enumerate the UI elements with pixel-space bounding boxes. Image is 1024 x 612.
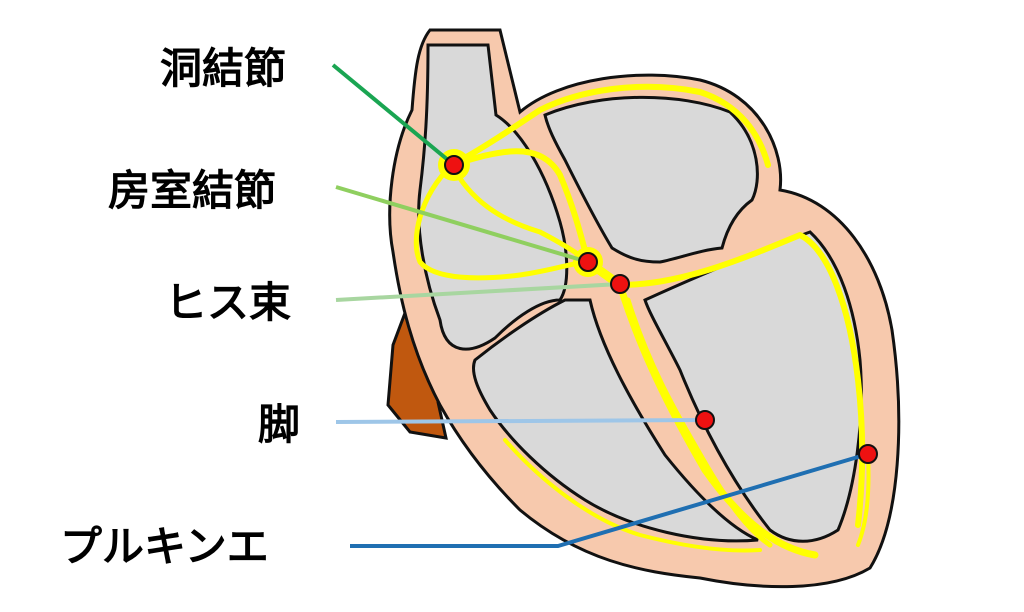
purkinje-leader bbox=[350, 452, 869, 548]
av-node-label: 房室結節 bbox=[108, 166, 277, 215]
bundle-branch-label: 脚 bbox=[258, 400, 301, 449]
his-bundle-label: ヒス束 bbox=[165, 278, 292, 327]
atrial-pathway-inner bbox=[449, 148, 591, 265]
atrial-pathway-top bbox=[449, 83, 771, 168]
purkinje-marker bbox=[858, 444, 878, 464]
av-node-leader bbox=[335, 185, 589, 264]
septal-branch-path bbox=[625, 297, 773, 548]
purkinje-label: プルキンエ bbox=[60, 522, 269, 571]
av-node-marker bbox=[578, 252, 598, 272]
his-bundle-marker bbox=[610, 274, 630, 294]
conduction-system bbox=[413, 83, 871, 559]
purkinje-fibers-right bbox=[856, 453, 871, 547]
purkinje-fibers-left bbox=[503, 438, 762, 553]
bundle-branch-leader bbox=[335, 418, 706, 424]
upper-left-chamber bbox=[417, 43, 569, 351]
upper-right-chamber bbox=[543, 95, 759, 264]
sa-node-label: 洞結節 bbox=[160, 44, 287, 93]
bundle-branch-marker bbox=[695, 410, 715, 430]
his-bundle-leader bbox=[335, 282, 621, 302]
sa-node-marker bbox=[444, 155, 464, 175]
sa-node-leader bbox=[331, 63, 456, 167]
